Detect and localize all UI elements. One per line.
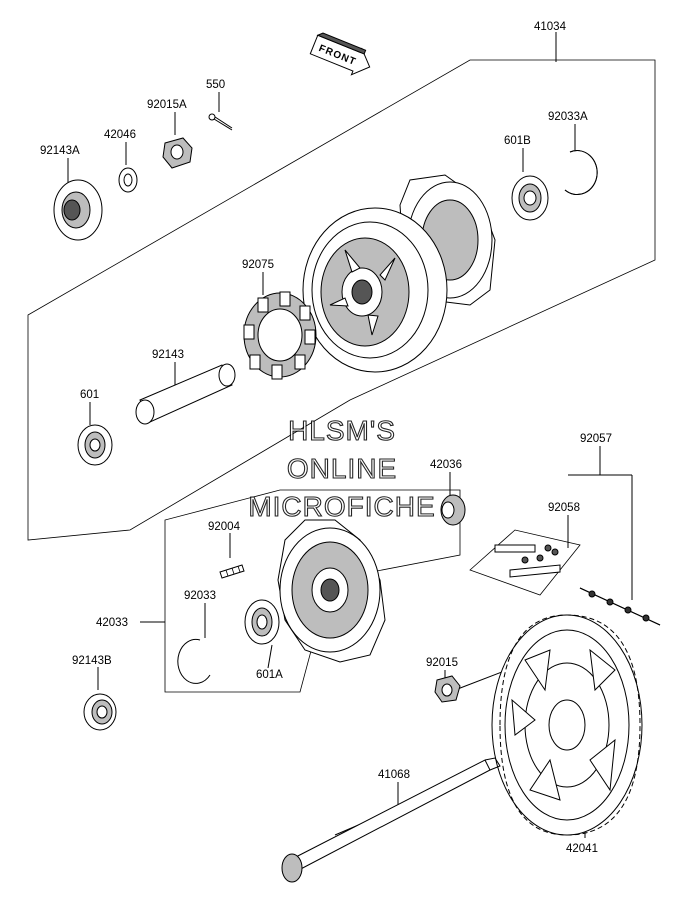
chain-link-box bbox=[469, 529, 581, 596]
front-arrow: FRONT bbox=[309, 32, 371, 76]
chain-92057 bbox=[579, 587, 661, 626]
collar-92143a bbox=[53, 179, 103, 241]
part-label-42046: 42046 bbox=[104, 129, 136, 141]
hub-assembly-box bbox=[27, 59, 656, 541]
collar-92143b bbox=[83, 693, 117, 731]
part-label-601a: 601A bbox=[256, 669, 283, 681]
bearing-601a bbox=[244, 599, 280, 645]
nut-92015a bbox=[162, 137, 193, 169]
spacer-92143 bbox=[135, 363, 236, 425]
chain-link-92058 bbox=[494, 544, 561, 578]
circlip-92033 bbox=[177, 638, 211, 684]
watermark-line3: MICROFICHE bbox=[248, 491, 435, 522]
stud-92004 bbox=[219, 564, 245, 579]
part-label-92015a: 92015A bbox=[147, 99, 187, 111]
part-label-550: 550 bbox=[206, 79, 225, 91]
part-label-42041: 42041 bbox=[566, 843, 598, 855]
sprocket-42041 bbox=[491, 614, 643, 836]
part-label-41068: 41068 bbox=[378, 769, 410, 781]
part-label-92143b: 92143B bbox=[72, 655, 112, 667]
axle-41068 bbox=[281, 757, 501, 883]
coupling-42033 bbox=[277, 519, 386, 663]
watermark: HLSM'S ONLINE MICROFICHE bbox=[248, 414, 435, 522]
part-label-601b: 601B bbox=[504, 135, 531, 147]
watermark-line1: HLSM'S bbox=[288, 415, 396, 446]
part-label-92143: 92143 bbox=[152, 349, 184, 361]
nut-92015 bbox=[434, 675, 461, 703]
bearing-601b bbox=[511, 175, 549, 221]
damper-92075 bbox=[243, 291, 317, 380]
part-label-42033: 42033 bbox=[96, 617, 128, 629]
part-label-92033: 92033 bbox=[184, 590, 216, 602]
part-label-92075: 92075 bbox=[242, 259, 274, 271]
part-label-42036: 42036 bbox=[430, 459, 462, 471]
part-label-41034: 41034 bbox=[534, 21, 567, 33]
part-label-92058: 92058 bbox=[548, 502, 580, 514]
cotter-pin-550 bbox=[208, 113, 233, 131]
rear-hub-41034 bbox=[302, 174, 496, 373]
circlip-92033a bbox=[564, 150, 598, 196]
part-label-92057: 92057 bbox=[580, 433, 612, 445]
watermark-line2: ONLINE bbox=[287, 453, 397, 484]
part-label-601: 601 bbox=[80, 389, 99, 401]
washer-42046 bbox=[118, 167, 138, 193]
bearing-601 bbox=[77, 424, 113, 466]
part-label-92004: 92004 bbox=[208, 521, 241, 533]
part-labels: 41034 550 92015A 42046 92143A 92033A 601… bbox=[40, 21, 612, 855]
collar-42036 bbox=[440, 494, 466, 526]
part-label-92015: 92015 bbox=[426, 657, 458, 669]
part-label-92143a: 92143A bbox=[40, 145, 80, 157]
part-label-92033a: 92033A bbox=[548, 111, 588, 123]
